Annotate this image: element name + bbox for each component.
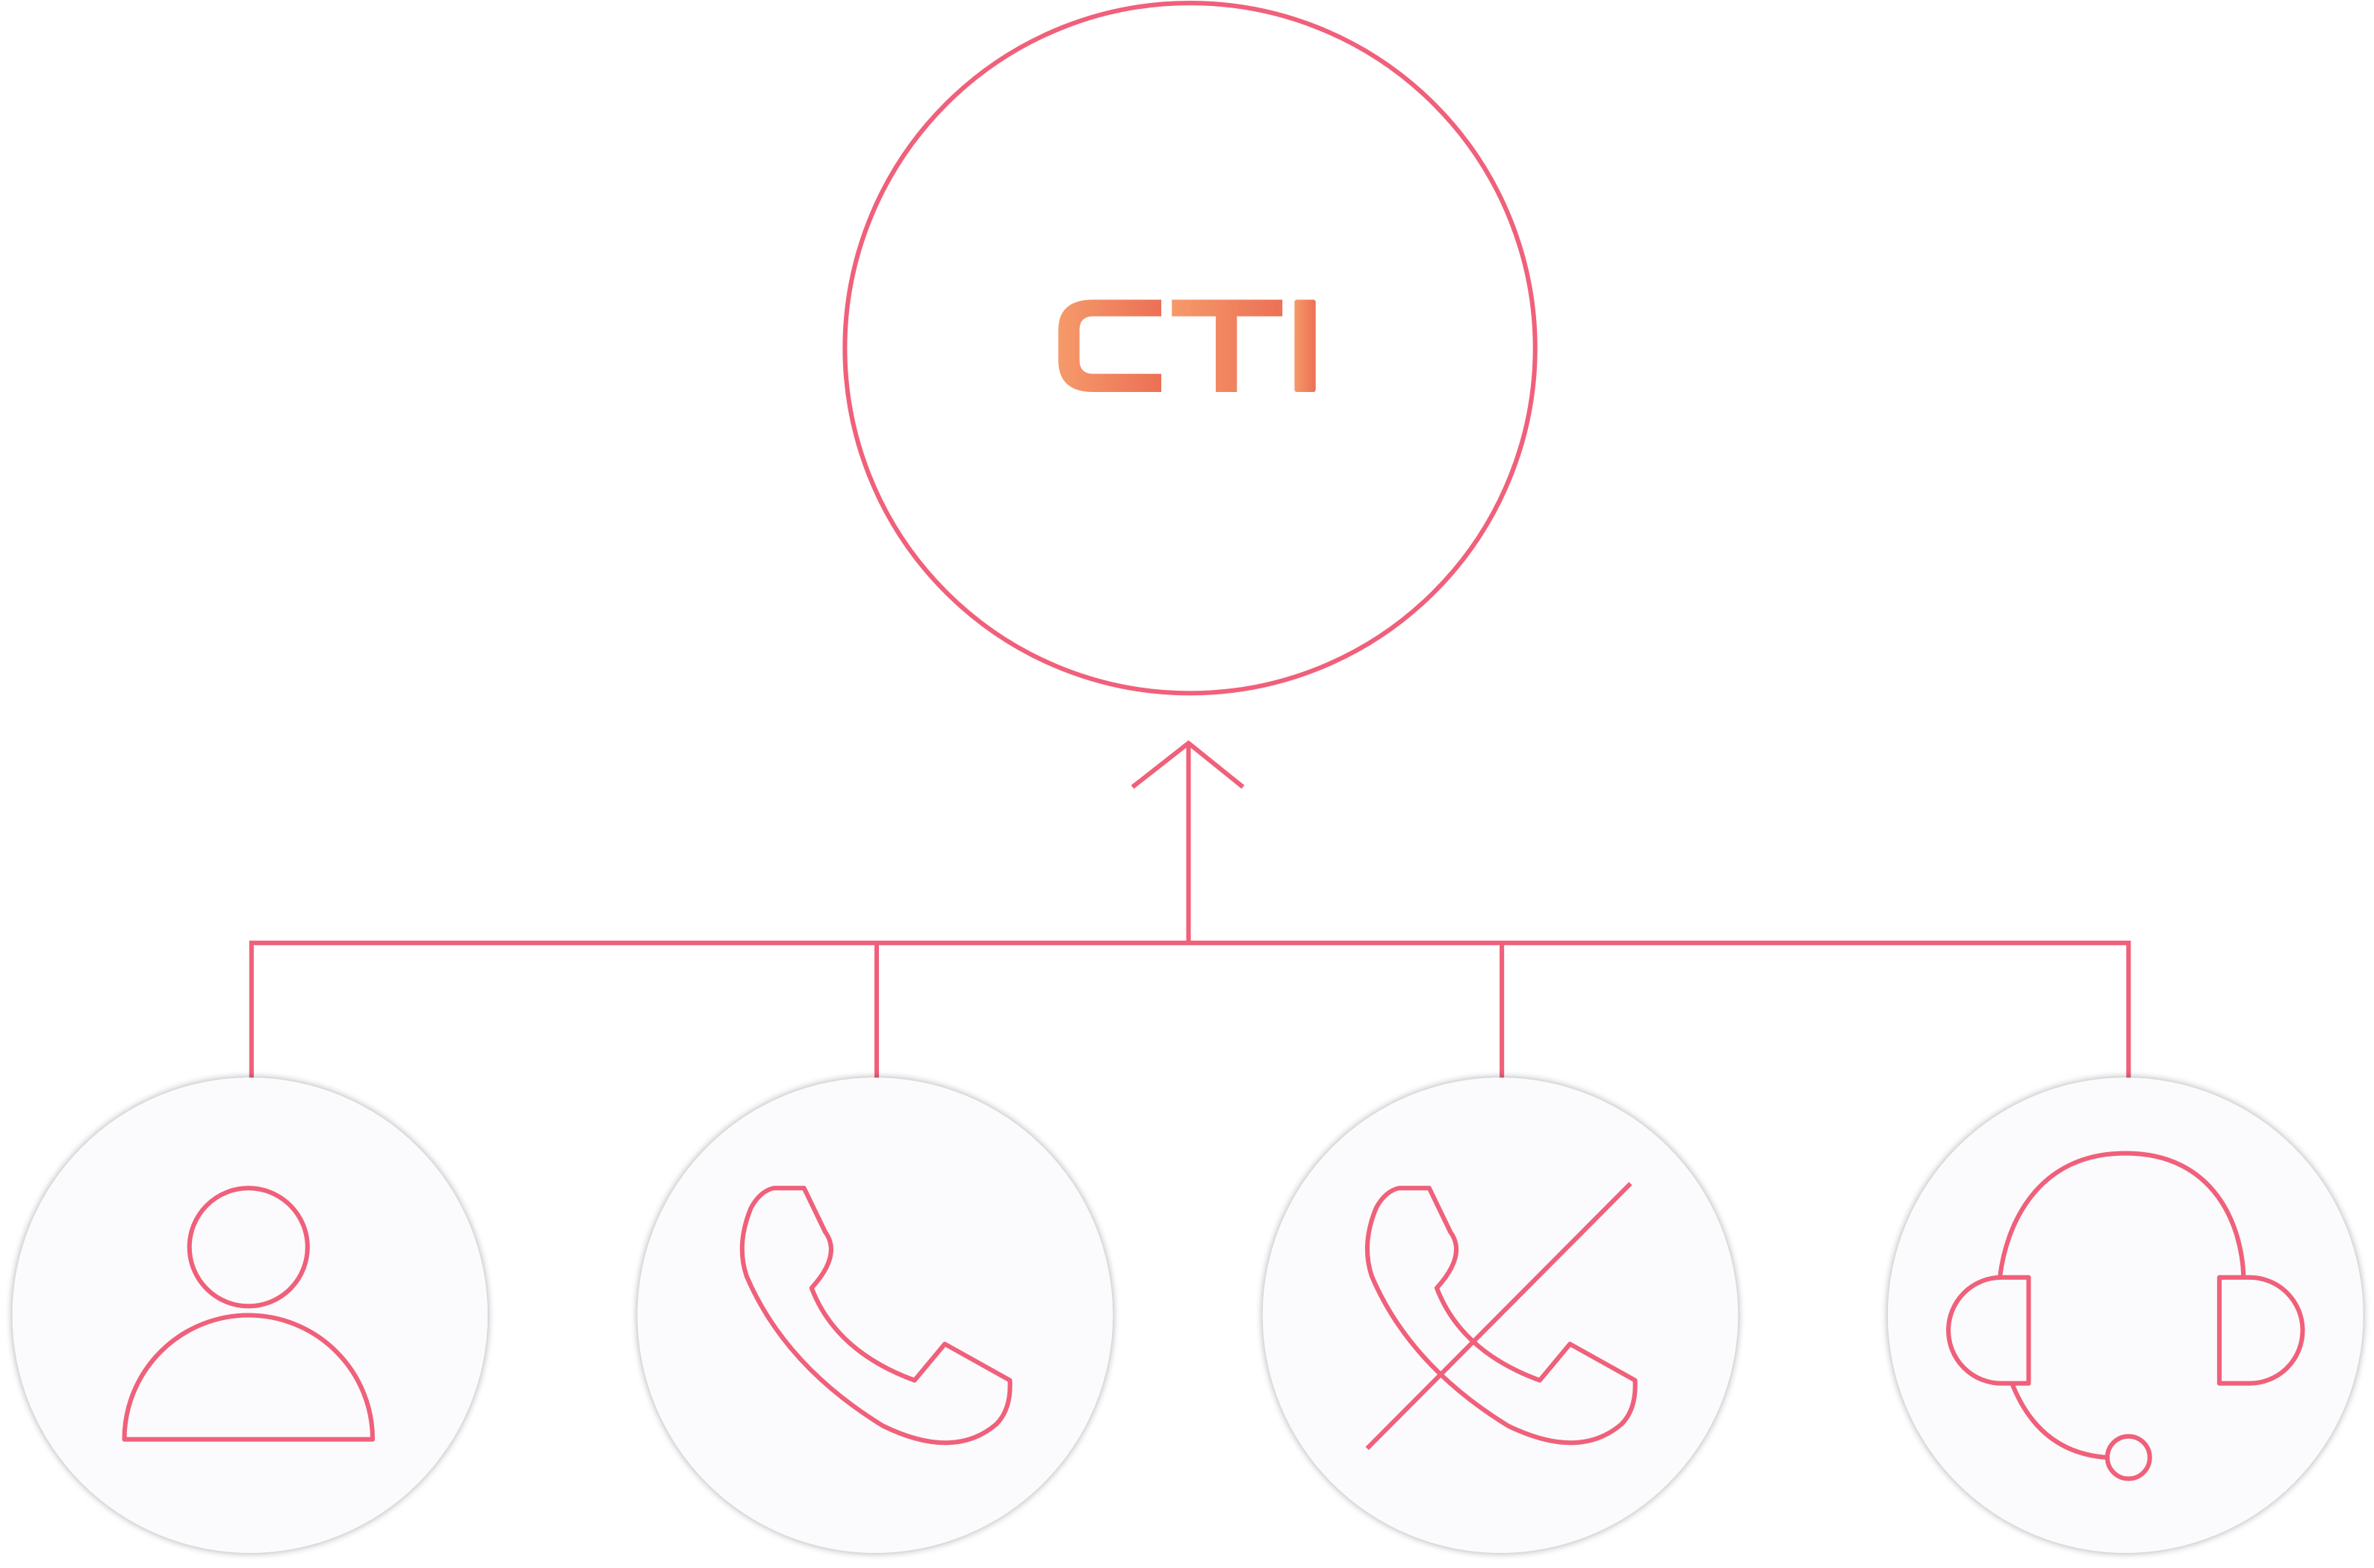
user-icon bbox=[122, 1186, 375, 1442]
headset-icon bbox=[1946, 1151, 2305, 1481]
arrow-head bbox=[1131, 740, 1245, 789]
connector-bus bbox=[249, 940, 2131, 1080]
phone-off-icon bbox=[1364, 1181, 1638, 1451]
phone-icon bbox=[739, 1186, 1013, 1446]
cti-logo bbox=[1058, 299, 1316, 392]
node-phone bbox=[637, 1077, 1113, 1553]
node-support bbox=[1888, 1077, 2364, 1553]
cti-hub-circle bbox=[842, 1, 1538, 696]
